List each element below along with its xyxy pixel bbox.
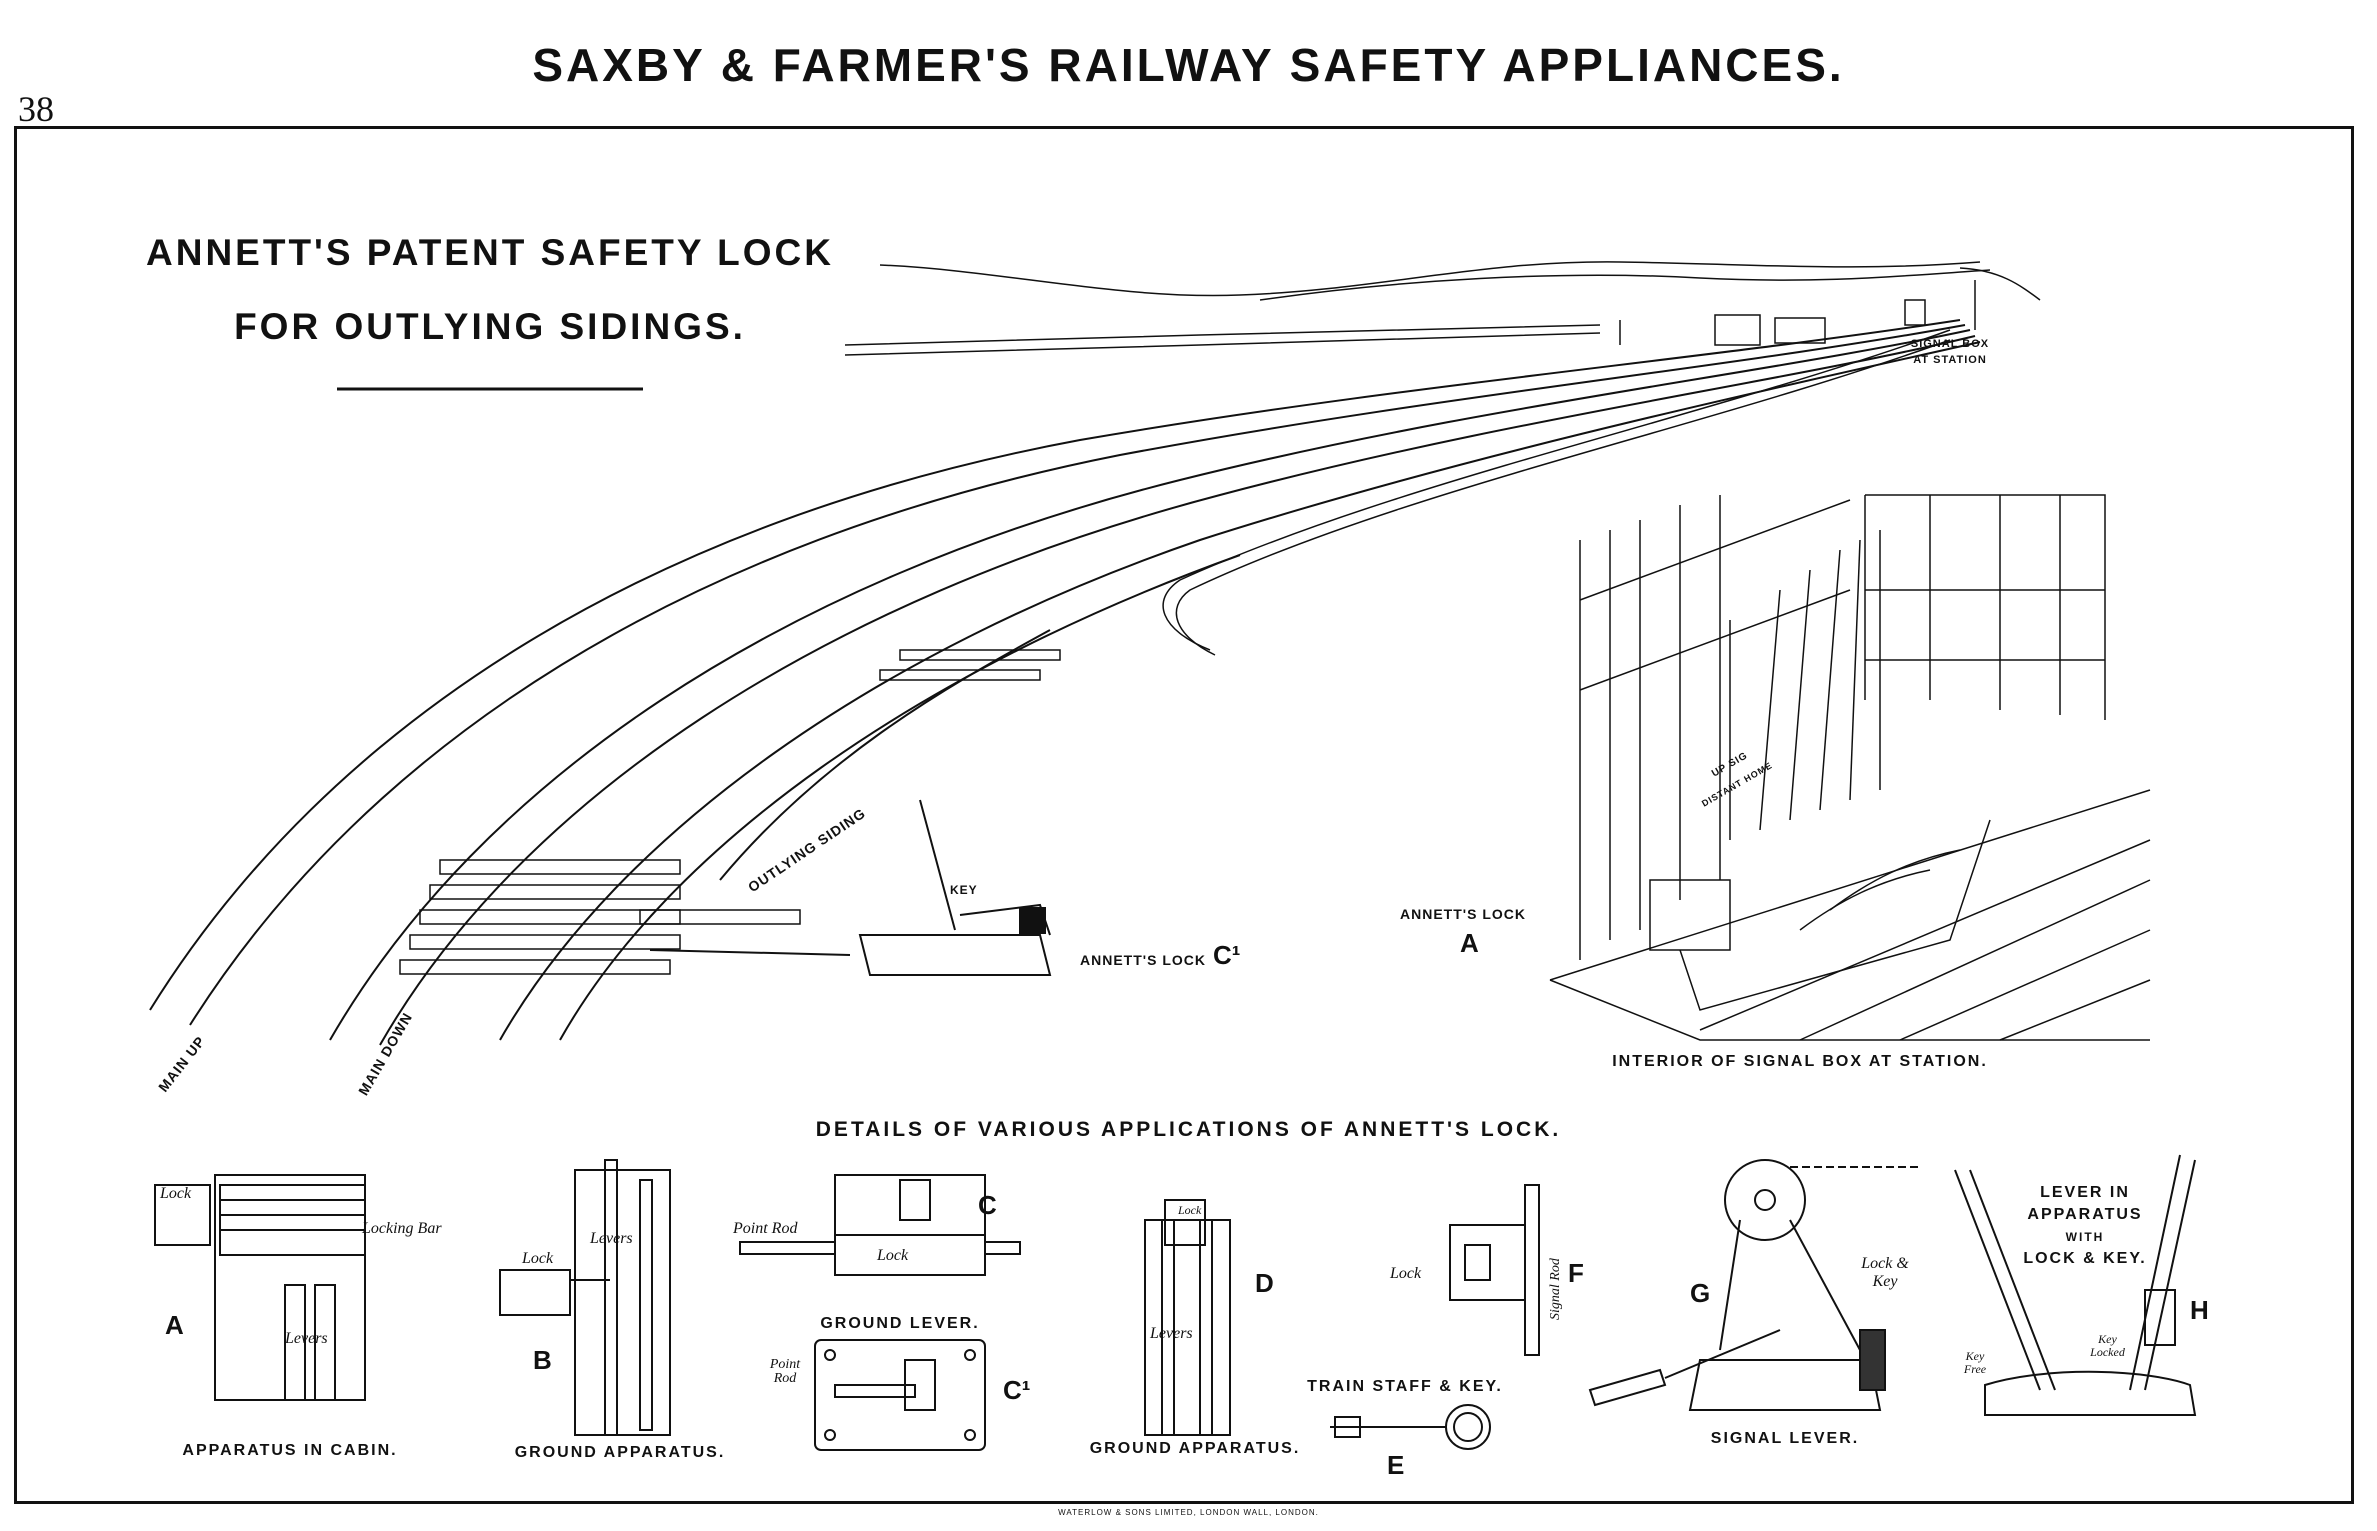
detail-g-letter: G	[1690, 1278, 1711, 1308]
detail-c1-drawing	[814, 1339, 986, 1451]
detail-a-locking-bar-label: Locking Bar	[362, 1220, 442, 1237]
detail-b-caption: GROUND APPARATUS.	[514, 1444, 726, 1461]
detail-f-letter: F	[1568, 1258, 1584, 1288]
detail-c1-letter: C¹	[1003, 1375, 1031, 1405]
detail-d-lock-label: Lock	[1178, 1203, 1202, 1217]
detail-h-caption-1: LEVER IN	[2040, 1184, 2130, 1201]
detail-d-levers-label: Levers	[1150, 1325, 1193, 1342]
signal-box-label-1: SIGNAL BOX	[1910, 338, 1990, 350]
detail-d-drawing	[1144, 1199, 1231, 1436]
detail-h-letter: H	[2190, 1295, 2209, 1325]
printer-imprint: WATERLOW & SONS LIMITED, LONDON WALL, LO…	[1058, 1508, 1319, 1517]
detail-h-drawing	[1954, 1154, 2197, 1416]
signal-box-label-2: AT STATION	[1913, 354, 1987, 366]
detail-a-drawing	[154, 1174, 366, 1401]
fence	[844, 324, 1951, 656]
station-buildings	[1619, 280, 1976, 346]
signal-box-interior	[1549, 494, 2151, 1041]
detail-b-levers-label: Levers	[590, 1230, 633, 1247]
detail-f-signal-rod-label: Signal Rod	[1548, 1258, 1563, 1320]
interior-caption: INTERIOR OF SIGNAL BOX AT STATION.	[1612, 1053, 1988, 1070]
detail-h-caption-2: APPARATUS	[2027, 1206, 2143, 1223]
detail-c-point-rod-label: Point Rod	[733, 1220, 798, 1237]
detail-c-caption: GROUND LEVER.	[820, 1315, 980, 1332]
annetts-lock-c1-label: ANNETT'S LOCK	[1080, 952, 1206, 968]
detail-b-lock-label: Lock	[522, 1250, 554, 1267]
detail-c-drawing	[739, 1174, 1021, 1276]
details-heading: DETAILS OF VARIOUS APPLICATIONS OF ANNET…	[815, 1118, 1562, 1141]
lock-c1-letter: C¹	[1213, 940, 1241, 970]
plate-title-line-2: FOR OUTLYING SIDINGS.	[234, 306, 746, 347]
sleepers	[399, 649, 1061, 975]
detail-e-drawing	[1330, 1404, 1491, 1450]
detail-h-caption-4: LOCK & KEY.	[2023, 1250, 2147, 1267]
detail-c1-point-rod-label: Point Rod	[769, 1357, 801, 1386]
detail-h-caption: LEVER IN APPARATUS WITH LOCK & KEY.	[2010, 1182, 2160, 1270]
railway-tracks	[149, 319, 1981, 1046]
key-label: KEY	[950, 883, 978, 897]
detail-g-caption: SIGNAL LEVER.	[1710, 1430, 1860, 1447]
detail-h-key-locked-label: Key Locked	[2090, 1332, 2125, 1359]
detail-a-caption: APPARATUS IN CABIN.	[182, 1442, 398, 1459]
page-title: SAXBY & FARMER'S RAILWAY SAFETY APPLIANC…	[532, 39, 1845, 91]
detail-g-drawing	[1588, 1159, 1920, 1411]
interior-letter-a: A	[1460, 928, 1479, 958]
detail-h-caption-3: WITH	[2065, 1230, 2105, 1244]
detail-d-letter: D	[1255, 1268, 1274, 1298]
detail-f-drawing	[1449, 1184, 1540, 1356]
detail-g-lock-key-label: Lock & Key	[1861, 1255, 1909, 1290]
detail-a-levers-label: Levers	[285, 1330, 328, 1347]
detail-c-lock-label: Lock	[877, 1247, 909, 1264]
landscape-hills	[879, 261, 2041, 301]
detail-h-key-free-label: Key Free	[1963, 1349, 1987, 1376]
detail-c-letter: C	[978, 1190, 997, 1220]
detail-f-lock-label: Lock	[1390, 1265, 1422, 1282]
plate-frame	[14, 126, 2354, 1504]
detail-e-caption: TRAIN STAFF & KEY.	[1307, 1378, 1503, 1395]
detail-e-letter: E	[1387, 1450, 1405, 1480]
detail-a-lock-label: Lock	[160, 1185, 192, 1202]
ground-lever-c1	[649, 799, 1052, 976]
detail-a-letter: A	[165, 1310, 184, 1340]
plate-title-line-1: ANNETT'S PATENT SAFETY LOCK	[146, 232, 834, 273]
detail-d-caption: GROUND APPARATUS.	[1089, 1440, 1301, 1457]
detail-b-drawing	[499, 1159, 671, 1436]
detail-b-letter: B	[533, 1345, 552, 1375]
page-number: 38	[18, 89, 54, 129]
interior-annetts-lock-label: ANNETT'S LOCK	[1400, 906, 1526, 922]
